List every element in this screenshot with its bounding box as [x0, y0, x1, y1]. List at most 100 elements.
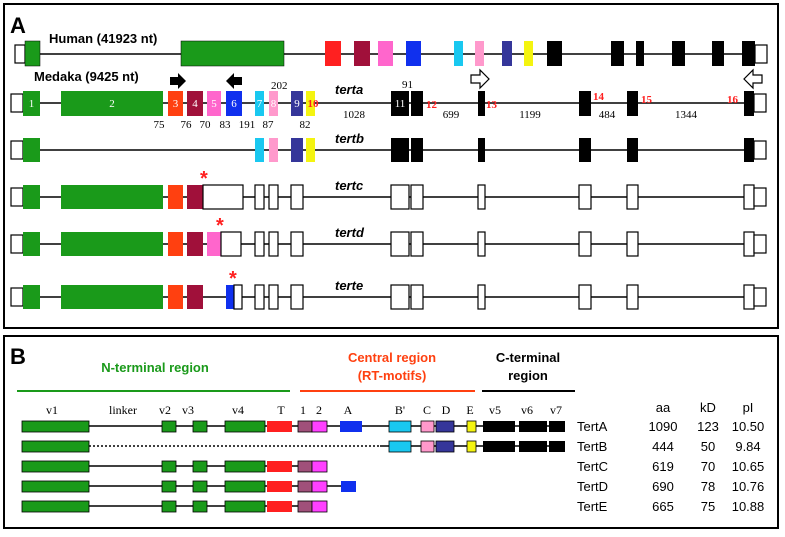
exon-number: 10: [308, 98, 320, 110]
gene-name-tertb: tertb: [335, 131, 364, 146]
domain-label: v5: [489, 403, 501, 417]
protein-kd: 123: [697, 419, 719, 434]
protein-aa: 1090: [649, 419, 678, 434]
region-c-terminal: C-terminal: [496, 350, 560, 365]
protein-kd: 78: [701, 479, 715, 494]
domain-label: T: [277, 403, 285, 417]
gene-name-tertc: tertc: [335, 178, 364, 193]
intron-size: 76: [181, 119, 193, 131]
protein-name: TertE: [577, 499, 608, 514]
tertb-gene: tertb: [10, 131, 767, 162]
exon-number: 12: [426, 99, 438, 111]
exon-number: 5: [211, 98, 217, 110]
intron-label-91: 91: [402, 79, 413, 91]
protein-name: TertC: [577, 459, 608, 474]
table-header-aa: aa: [656, 400, 671, 415]
panel-b-frame: [3, 335, 779, 529]
domain-labels: v1 linker v2 v3 v4 T 1 2 A B' C D E v5 v…: [46, 403, 562, 417]
region-c-terminal-sub: region: [508, 368, 548, 383]
exon-number: 9: [294, 98, 300, 110]
domain-label: C: [423, 403, 431, 417]
protein-kd: 50: [701, 439, 715, 454]
region-central-sub: (RT-motifs): [358, 368, 427, 383]
exon-number: 1: [29, 98, 35, 110]
intron-size: 87: [263, 119, 275, 131]
protein-row-tertc: TertC 619 70 10.65: [21, 459, 765, 474]
gene-name-tertd: tertd: [335, 225, 365, 240]
domain-label: v1: [46, 403, 58, 417]
stop-codon-marker: *: [200, 168, 208, 190]
right-arrow-icon: [170, 73, 186, 89]
domain-label: B': [395, 403, 405, 417]
protein-row-terta: TertA 1090 123 10.50: [21, 419, 765, 434]
tertd-gene: * tertd: [10, 215, 767, 257]
protein-pi: 10.88: [732, 499, 765, 514]
domain-label: v6: [521, 403, 533, 417]
intron-size: 1028: [343, 109, 366, 121]
protein-pi: 10.50: [732, 419, 765, 434]
protein-aa: 690: [652, 479, 674, 494]
protein-row-tertd: TertD 690 78 10.76: [21, 479, 765, 494]
intron-size: 82: [300, 119, 311, 131]
intron-size: 70: [200, 119, 212, 131]
protein-kd: 75: [701, 499, 715, 514]
protein-row-terte: TertE 665 75 10.88: [21, 499, 765, 514]
protein-aa: 619: [652, 459, 674, 474]
domain-label: v7: [550, 403, 562, 417]
intron-size: 191: [239, 119, 256, 131]
gene-name-terte: terte: [335, 278, 363, 293]
panel-a-label: A: [10, 13, 26, 38]
exon-number: 3: [173, 98, 179, 110]
protein-pi: 10.65: [732, 459, 765, 474]
exon-number: 6: [231, 98, 237, 110]
intron-size: 83: [220, 119, 232, 131]
open-right-arrow-icon: [470, 68, 490, 90]
protein-name: TertA: [577, 419, 608, 434]
exon-number: 8: [271, 98, 277, 110]
medaka-terta-gene: Medaka (9425 nt) 202 terta 91: [10, 68, 767, 131]
human-gene: Human (41923 nt): [14, 31, 768, 67]
domain-label: v3: [182, 403, 194, 417]
protein-kd: 70: [701, 459, 715, 474]
domain-label: D: [442, 403, 451, 417]
exon-number: 15: [641, 94, 653, 106]
exon-number: 11: [395, 98, 406, 110]
stop-codon-marker: *: [216, 215, 224, 237]
protein-row-tertb: TertB 444 50 9.84: [21, 439, 761, 454]
intron-size: 484: [599, 109, 616, 121]
protein-pi: 9.84: [735, 439, 760, 454]
exon-number: 4: [192, 98, 198, 110]
domain-label: A: [344, 403, 353, 417]
domain-label: v4: [232, 403, 244, 417]
left-arrow-icon: [226, 73, 242, 89]
domain-label: 1: [300, 403, 306, 417]
exon-number: 13: [486, 99, 498, 111]
domain-label: E: [466, 403, 473, 417]
protein-name: TertB: [577, 439, 607, 454]
table-header-kd: kD: [700, 400, 716, 415]
exon-number: 7: [257, 98, 263, 110]
protein-name: TertD: [577, 479, 608, 494]
panel-a-frame: [3, 3, 779, 329]
terte-gene: * terte: [10, 268, 767, 310]
tertc-gene: * tertc: [10, 168, 767, 210]
intron-size: 1199: [519, 109, 541, 121]
exon-number: 16: [727, 94, 739, 106]
gene-name-terta: terta: [335, 82, 363, 97]
protein-pi: 10.76: [732, 479, 765, 494]
exon-number: 14: [593, 91, 605, 103]
domain-label: v2: [159, 403, 171, 417]
domain-label: linker: [109, 403, 137, 417]
intron-size: 699: [443, 109, 460, 121]
domain-label: 2: [316, 403, 322, 417]
human-label: Human (41923 nt): [49, 31, 157, 46]
open-left-arrow-icon: [743, 68, 763, 90]
region-central: Central region: [348, 350, 436, 365]
medaka-label: Medaka (9425 nt): [34, 69, 139, 84]
intron-size: 75: [154, 119, 166, 131]
intron-label-202: 202: [271, 80, 288, 92]
exon-number: 2: [109, 98, 115, 110]
protein-aa: 665: [652, 499, 674, 514]
stop-codon-marker: *: [229, 268, 237, 290]
